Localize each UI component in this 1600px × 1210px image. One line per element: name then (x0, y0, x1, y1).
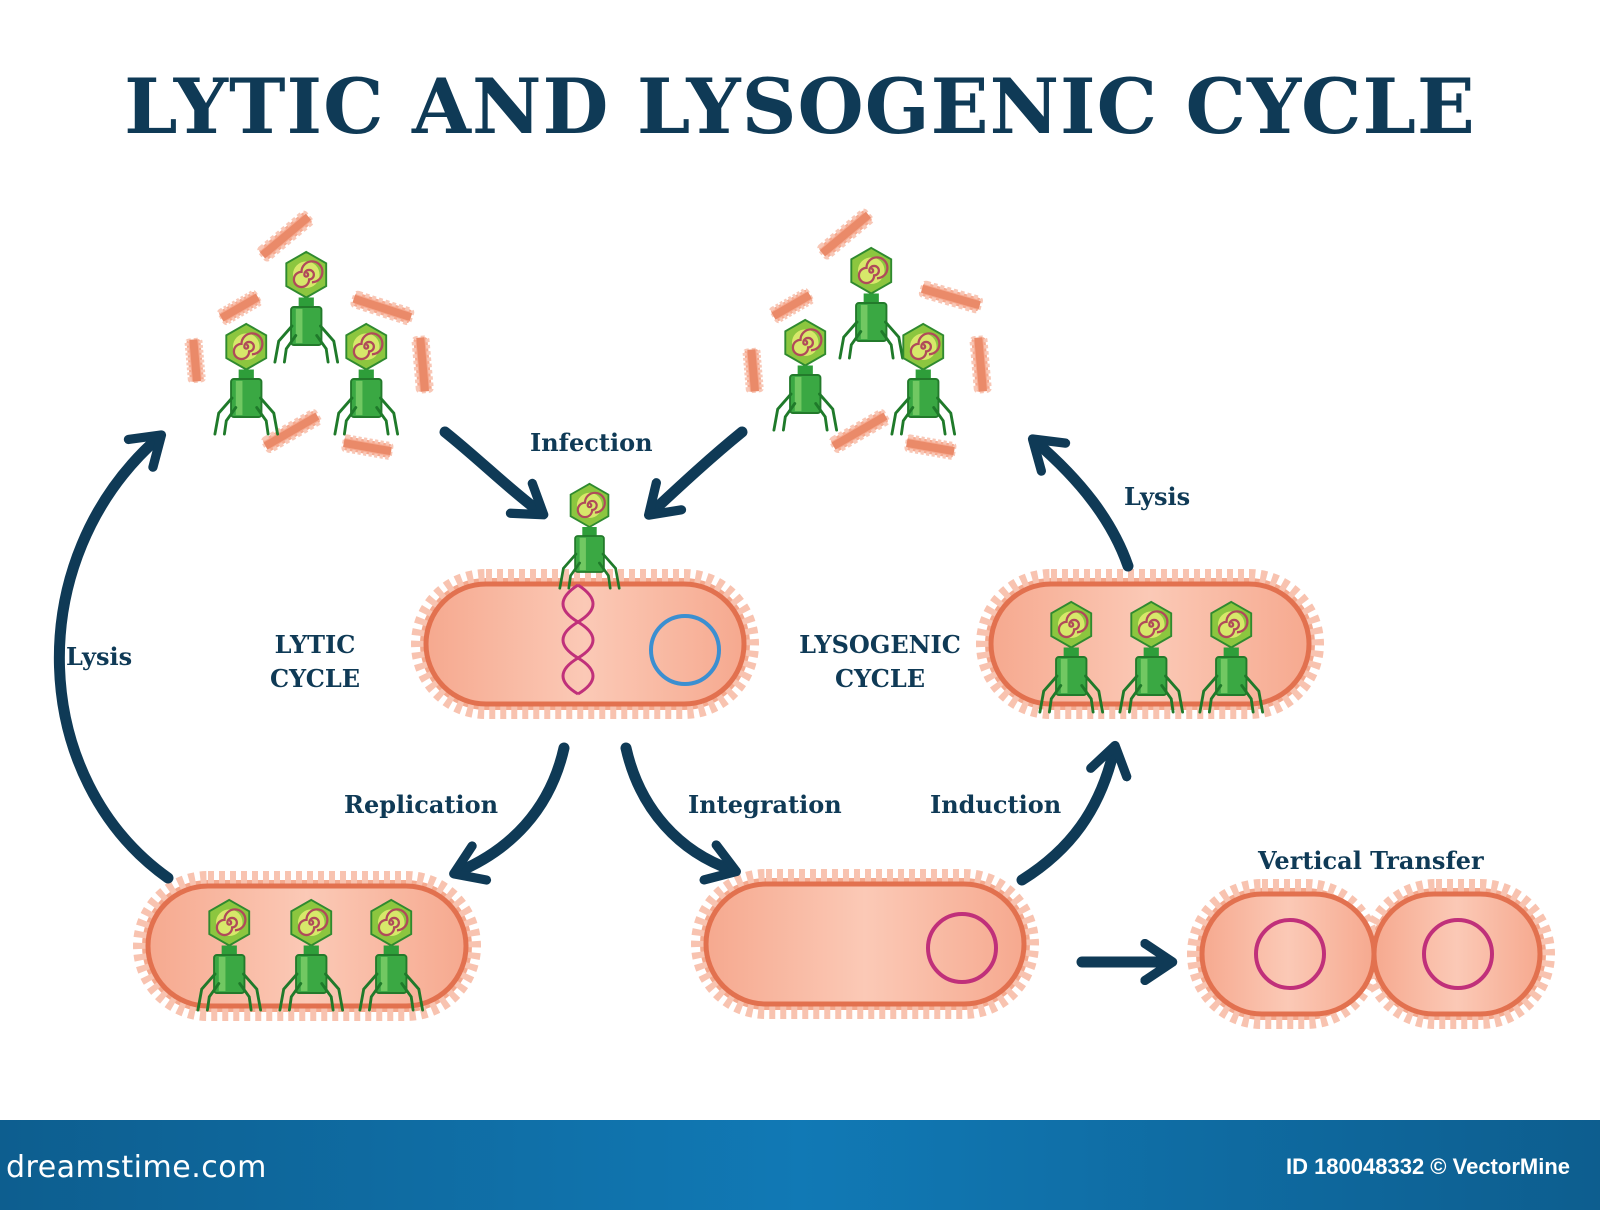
membrane-fragment (411, 334, 434, 394)
circular-dna-icon (1254, 918, 1326, 990)
membrane-fragment (216, 289, 264, 326)
burst-cell-right (742, 207, 992, 461)
membrane-fragment (742, 346, 764, 394)
membrane-fragment (349, 290, 416, 326)
arrows (54, 426, 1178, 986)
label-lysis-left: Lysis (66, 642, 133, 671)
burst-cell-left (184, 209, 434, 461)
curved-arrow-icon (620, 742, 741, 885)
membrane-fragment (903, 434, 958, 461)
circular-dna-icon (649, 614, 721, 686)
label-lysis-right: Lysis (1124, 482, 1191, 511)
bacterium-cell-icon (700, 878, 1030, 1010)
cycle-diagram (54, 207, 1555, 1029)
circular-dna-icon (926, 912, 998, 984)
membrane-fragment (184, 336, 206, 384)
dna-helix-icon (561, 583, 595, 696)
replication-cell (142, 880, 472, 1012)
bacteriophage-icon (772, 318, 839, 432)
membrane-fragment (918, 280, 984, 314)
bacteriophage-icon (890, 322, 957, 436)
label-lysogenic-line1: LYSOGENIC (799, 630, 961, 659)
label-integration: Integration (688, 790, 842, 819)
curved-arrow-icon (439, 426, 549, 520)
bacterium-cell-icon (1199, 891, 1377, 1017)
membrane-fragment (828, 408, 891, 455)
curved-arrow-icon (449, 742, 570, 885)
label-induction: Induction (930, 790, 1062, 819)
curved-arrow-icon (1016, 740, 1132, 886)
membrane-fragment (969, 334, 992, 394)
curved-arrow-icon (1027, 434, 1134, 572)
curved-arrow-icon (54, 430, 174, 884)
footer-bar: dreamstime.com ID 180048332 © VectorMine (0, 1120, 1600, 1210)
label-infection: Infection (530, 428, 653, 457)
infected-cell (420, 482, 750, 710)
bacteriophage-icon (333, 322, 400, 436)
label-lytic-line1: LYTIC (274, 630, 356, 659)
lysogenic-cell-with-phages (985, 578, 1315, 712)
membrane-fragment (340, 434, 395, 461)
membrane-fragment (260, 408, 323, 455)
curved-arrow-icon (643, 426, 748, 520)
prophage-cell (700, 878, 1030, 1010)
circular-dna-icon (1422, 918, 1494, 990)
page-title: LYTIC AND LYSOGENIC CYCLE (124, 62, 1476, 151)
bacteriophage-icon (213, 322, 280, 436)
membrane-fragment (768, 287, 816, 324)
label-lytic-cycle: LYTIC CYCLE (250, 628, 380, 696)
label-lysogenic-cycle: LYSOGENIC CYCLE (790, 628, 970, 696)
footer-brand[interactable]: dreamstime.com (6, 1150, 267, 1185)
bacteriophage-icon (273, 250, 340, 364)
bacteriophage-icon (838, 246, 905, 360)
label-lysogenic-line2: CYCLE (834, 664, 926, 693)
label-lytic-line2: CYCLE (269, 664, 361, 693)
label-vertical-transfer: Vertical Transfer (1258, 846, 1484, 875)
label-replication: Replication (344, 790, 499, 819)
footer-credit: ID 180048332 © VectorMine (1285, 1154, 1570, 1179)
dividing-cell (1187, 879, 1555, 1029)
bacterium-cell-icon (1371, 891, 1543, 1017)
